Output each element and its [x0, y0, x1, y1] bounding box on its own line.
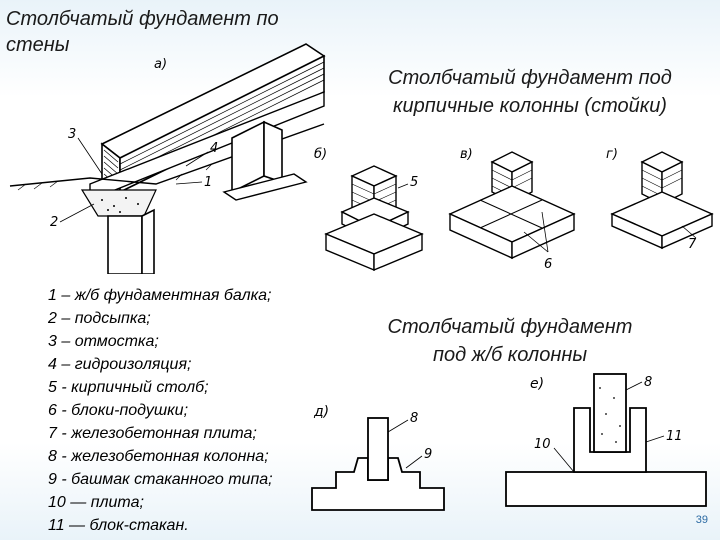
legend-list: 1 – ж/б фундаментная балка; 2 – подсыпка… [48, 284, 348, 537]
legend-item: 2 – подсыпка; [48, 310, 151, 327]
figure-d-label: д) [313, 404, 329, 420]
figure-a-callout-1: 1 [204, 175, 212, 190]
figure-a-wall-foundation: а) 3 2 4 1 [9, 43, 326, 274]
legend-item: 7 - железобетонная плита; [48, 425, 257, 442]
figure-b-callout-5: 5 [410, 175, 418, 190]
figure-d-callout-9: 9 [424, 447, 432, 462]
slide-title-line-2: стены [6, 34, 70, 56]
slide-title-line-1: Столбчатый фундамент по [6, 8, 279, 30]
figure-b-drawing: б) 5 [314, 147, 424, 272]
figure-v-label: в) [460, 147, 473, 162]
figure-d-socket-footing: д) 8 9 [311, 404, 445, 511]
figure-e-slab-socket-block: е) 8 11 10 [505, 373, 707, 507]
heading-brick-line-2: кирпичные колонны (стойки) [393, 95, 667, 117]
legend-item: 5 - кирпичный столб; [48, 379, 209, 396]
figure-d-callout-8: 8 [410, 411, 418, 426]
heading-rc-line-1: Столбчатый фундамент [387, 316, 633, 338]
legend-item: 8 - железобетонная колонна; [48, 448, 269, 465]
figure-a-callout-4: 4 [210, 141, 218, 156]
slide-title: Столбчатый фундамент по стены [6, 6, 336, 58]
figure-g-label: г) [606, 147, 618, 162]
heading-brick-columns: Столбчатый фундамент под кирпичные колон… [340, 64, 720, 120]
figure-e-callout-8: 8 [644, 375, 652, 390]
figure-g-drawing: г) 7 [606, 147, 714, 252]
legend-item: 1 – ж/б фундаментная балка; [48, 287, 272, 304]
figure-v-callout-6: 6 [544, 257, 552, 272]
figure-a-callout-2: 2 [50, 215, 58, 230]
figure-b-label: б) [314, 147, 327, 162]
figure-a-callout-3: 3 [68, 127, 76, 142]
figure-g-callout-7: 7 [688, 237, 697, 252]
legend-item: 3 – отмостка; [48, 333, 159, 350]
legend-item: 9 - башмак стаканного типа; [48, 471, 273, 488]
heading-rc-columns: Столбчатый фундамент под ж/б колонны [330, 313, 690, 369]
legend-item: 10 — плита; [48, 494, 144, 511]
heading-rc-line-2: под ж/б колонны [432, 344, 588, 366]
heading-brick-line-1: Столбчатый фундамент под [388, 67, 672, 89]
figure-e-callout-10: 10 [534, 437, 551, 452]
legend-item: 11 — блок-стакан. [48, 517, 189, 534]
figure-e-label: е) [530, 376, 544, 392]
figure-v-drawing: в) 6 [448, 147, 576, 272]
figure-e-callout-11: 11 [666, 429, 683, 444]
legend-item: 6 - блоки-подушки; [48, 402, 189, 419]
figure-a-label: а) [154, 57, 167, 72]
figure-bvg-brick-column-foundations: б) 5 в) 6 г) 7 [314, 147, 714, 272]
legend-item: 4 – гидроизоляция; [48, 356, 192, 373]
page-number: 39 [695, 514, 708, 526]
